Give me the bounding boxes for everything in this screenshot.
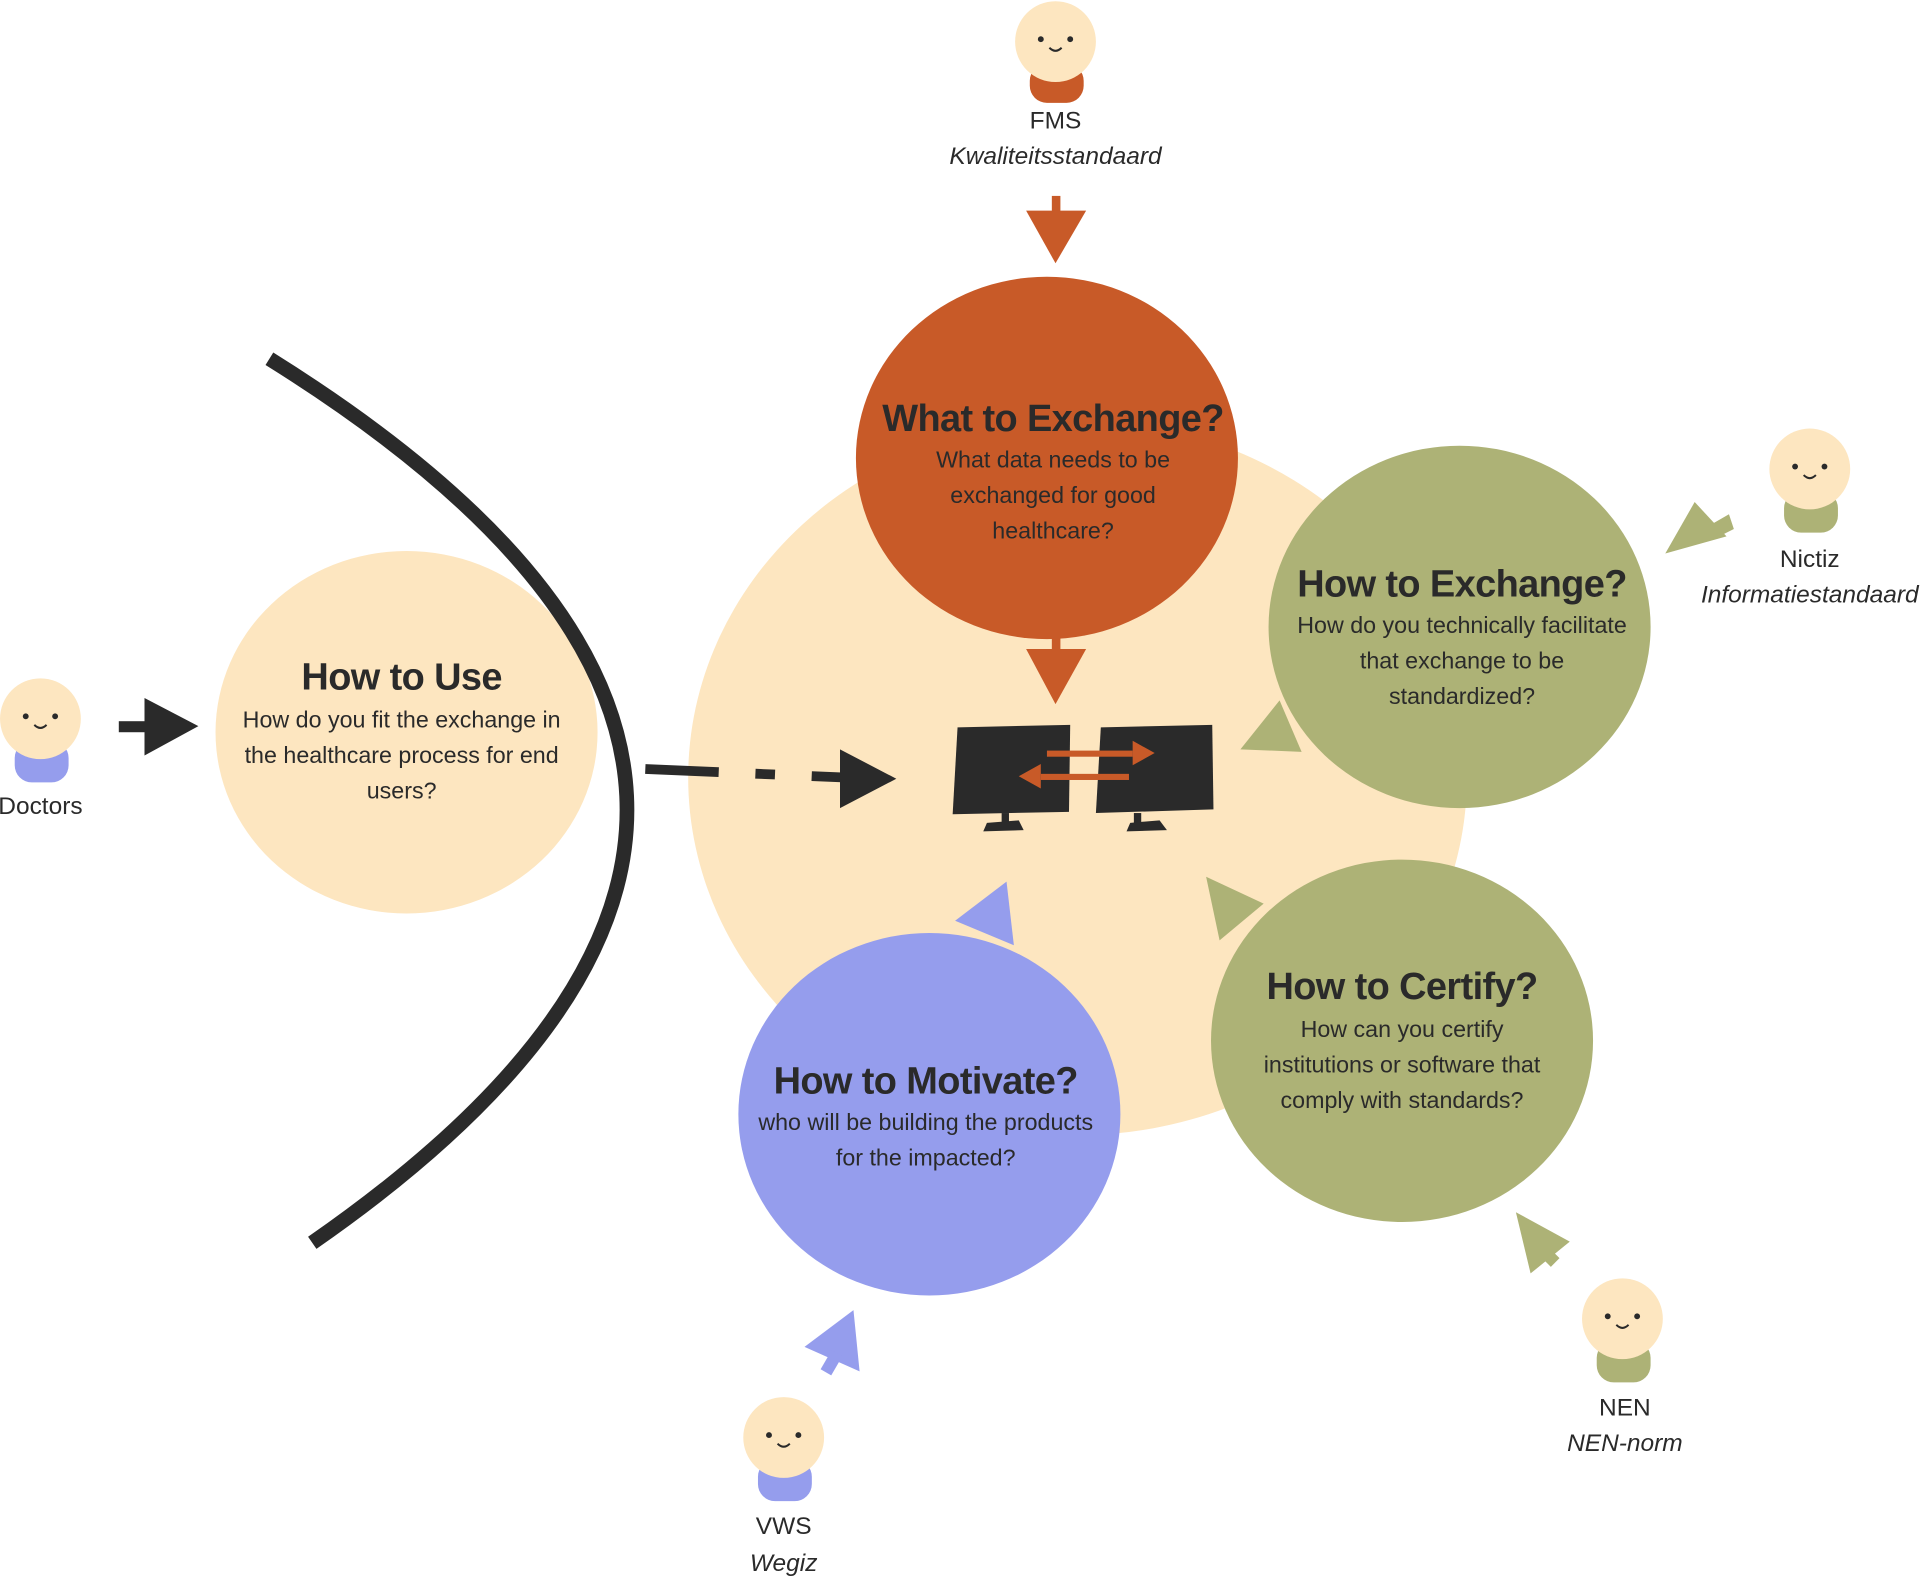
- motivate-to-center-arrow: [955, 881, 1014, 946]
- actor-name: VWS: [756, 1513, 812, 1540]
- bubble-desc-line: that exchange to be: [1360, 648, 1564, 674]
- actor-standard: Wegiz: [750, 1550, 818, 1577]
- certify-to-center-arrow: [1206, 876, 1264, 941]
- actor-name: Doctors: [0, 793, 83, 820]
- nen-arrow: [1515, 1212, 1570, 1274]
- how-exchange-to-center-arrow: [1240, 700, 1302, 752]
- how-to-use-text: How to Use How do you fit the exchange i…: [243, 656, 561, 803]
- bubble-desc-line: How can you certify: [1301, 1016, 1504, 1042]
- what-to-exchange-text: What to Exchange? What data needs to be …: [882, 398, 1224, 544]
- how-to-certify-bubble: [1211, 859, 1594, 1223]
- two-monitors-exchange-icon: [952, 724, 1214, 832]
- bubble-desc-line: standardized?: [1389, 683, 1535, 709]
- what-to-center-arrow: [1026, 634, 1087, 705]
- nictiz-arrow: [1665, 502, 1734, 554]
- bubble-title: How to Exchange?: [1297, 563, 1627, 605]
- bubble-desc-line: for the impacted?: [836, 1145, 1016, 1171]
- actor-standard: Kwaliteitsstandaard: [949, 143, 1163, 170]
- actor-doctors-avatar: [0, 678, 81, 783]
- bubble-desc-line: exchanged for good: [950, 482, 1156, 508]
- bubble-desc-line: users?: [367, 777, 437, 803]
- actor-name: Nictiz: [1780, 546, 1840, 573]
- actor-fms-avatar: [1015, 1, 1096, 103]
- bubble-desc-line: who will be building the products: [757, 1109, 1093, 1135]
- actor-standard: Informatiestandaard: [1701, 581, 1920, 608]
- bubble-desc-line: healthcare?: [992, 518, 1114, 544]
- actor-nictiz-avatar: [1769, 428, 1851, 533]
- how-to-certify-text: How to Certify? How can you certify inst…: [1264, 966, 1541, 1113]
- how-to-motivate-text: How to Motivate? who will be building th…: [757, 1060, 1093, 1170]
- bubble-desc-line: institutions or software that: [1264, 1052, 1541, 1078]
- what-to-exchange-bubble: [855, 276, 1238, 640]
- bubble-desc-line: How do you technically facilitate: [1297, 612, 1627, 638]
- bubble-title: How to Use: [301, 656, 501, 698]
- use-to-center-dashed-arrow: [645, 749, 897, 809]
- bubble-title: How to Certify?: [1266, 966, 1537, 1008]
- how-to-exchange-bubble: [1268, 445, 1651, 809]
- fms-arrow: [1026, 195, 1087, 264]
- bubble-desc-line: comply with standards?: [1281, 1087, 1524, 1113]
- how-to-exchange-text: How to Exchange? How do you technically …: [1297, 563, 1627, 709]
- actor-name: NEN: [1599, 1394, 1651, 1421]
- actor-standard: NEN-norm: [1567, 1430, 1683, 1457]
- doctors-arrow: [118, 697, 199, 756]
- actor-vws-avatar: [743, 1397, 825, 1502]
- bubble-desc-line: How do you fit the exchange in: [243, 706, 561, 732]
- actor-nen-avatar: [1582, 1278, 1663, 1383]
- boundary-arc: [265, 352, 635, 1249]
- bubble-desc-line: the healthcare process for end: [245, 742, 559, 768]
- bubble-title: How to Motivate?: [774, 1060, 1078, 1102]
- actor-name: FMS: [1030, 108, 1082, 135]
- bubble-desc-line: What data needs to be: [936, 447, 1170, 473]
- how-to-motivate-bubble: [738, 933, 1121, 1296]
- how-to-use-bubble: [215, 551, 598, 914]
- bubble-title: What to Exchange?: [882, 398, 1224, 440]
- vws-arrow: [804, 1310, 860, 1376]
